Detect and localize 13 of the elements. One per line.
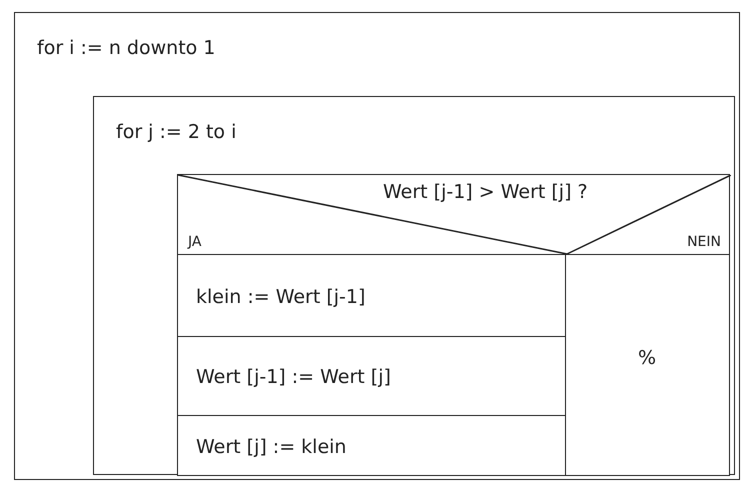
branch-label: JA — [188, 233, 202, 252]
loop-header: for j := 2 to i — [116, 121, 236, 143]
empty-statement-symbol: % — [638, 347, 656, 369]
statement-text: Wert [j] := klein — [196, 436, 346, 458]
loop-header: for i := n downto 1 — [37, 37, 216, 59]
statement-block — [177, 415, 566, 476]
branch-label: NEIN — [687, 233, 721, 252]
loop-block — [14, 12, 740, 480]
empty-branch-block — [565, 254, 730, 476]
statement-text: klein := Wert [j-1] — [196, 286, 366, 308]
statement-text: Wert [j-1] := Wert [j] — [196, 366, 391, 388]
condition-text: Wert [j-1] > Wert [j] ? — [383, 181, 588, 203]
loop-block — [93, 96, 735, 475]
